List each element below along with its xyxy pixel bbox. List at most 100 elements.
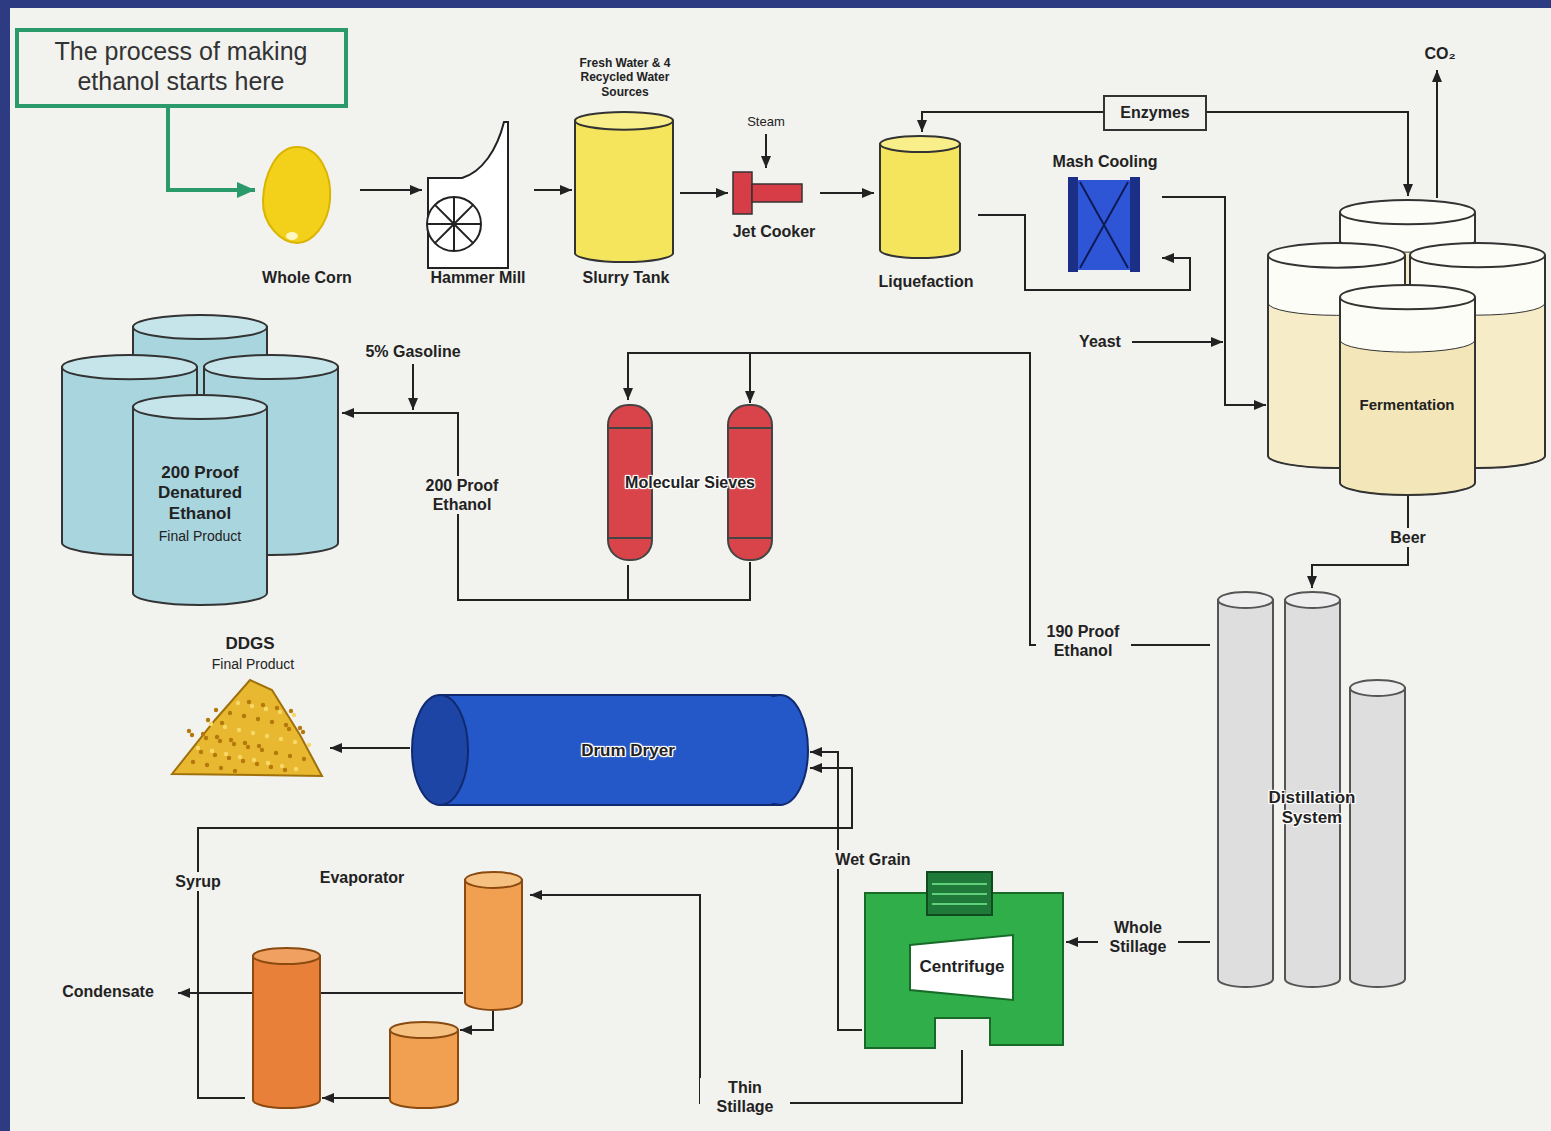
node-label: Enzymes [1105,103,1205,122]
yeast-arrow [1132,341,1223,343]
shape-part [17,30,346,106]
shape-part [1104,96,1206,130]
shape-part [1340,285,1475,309]
shape-part [220,721,224,725]
shape-part [241,759,245,763]
shape-part [237,728,241,732]
shape-part [454,223,481,225]
shape-part [880,136,960,152]
shape-part [298,726,302,730]
node-label: Whole Corn [255,268,360,287]
centrifuge: Centrifuge [862,868,1066,1050]
shape-part [465,872,522,888]
shape-part [1340,297,1475,495]
hammer-mill: Hammer Mill [422,115,534,295]
shape-part [269,765,273,769]
shape-part [283,768,287,772]
shape-part [278,710,282,714]
shape-part [435,224,454,243]
node-sublabel: Final Product [183,656,323,673]
shape-part [460,1010,493,1030]
shape-part [427,197,481,251]
shape-part [279,737,283,741]
node-label: Evaporator [302,868,422,887]
hammer-mill-shape [422,115,534,295]
flow-label: Beer [1383,528,1433,547]
shape-part [133,315,267,339]
condensate-label: Condensate [53,982,163,1001]
flow-label: 200 Proof Ethanol [412,476,512,514]
co2-arrow [1436,70,1438,198]
sieve-branch [628,562,750,600]
shape-part [232,742,236,746]
shape-part [210,749,214,753]
node-label: Mash Cooling [1048,152,1162,171]
shape-part [172,680,322,776]
shape-part [932,884,987,904]
shape-part [865,893,1063,1048]
shape-part [253,948,320,964]
shape-part [246,745,250,749]
shape-part [752,184,802,202]
corn-kernel: Whole Corn [255,140,360,295]
shape-part [1218,592,1273,608]
node-label: Fermentation [1342,396,1472,414]
shape-part [427,223,454,225]
node-label: DDGS [205,634,295,654]
node-label: Molecular Sieves [600,473,780,492]
flow-arrow [1207,112,1408,196]
node-label: Centrifuge [907,957,1017,977]
shape-part [215,735,219,739]
shape-part [256,717,260,721]
shape-part [219,766,223,770]
sieve-branch [749,353,751,403]
shape-part [275,706,279,710]
shape-part [191,760,195,764]
node-label: 200 Proof Denatured Ethanol [138,463,263,524]
shape-part [243,741,247,745]
shape-part [927,872,992,915]
shape-part [440,695,780,805]
shape-part [294,767,298,771]
shape-part [199,750,203,754]
ddgs-pile-shape [165,632,330,784]
product-tanks: 200 Proof Denatured EthanolFinal Product [60,310,342,608]
shape-part [266,761,270,765]
shape-part [390,1022,458,1038]
shape-part [1218,600,1273,987]
shape-part [412,695,468,805]
jet-cooker: Jet Cooker [728,168,820,248]
shape-part [302,757,306,761]
shape-part [201,732,205,736]
flow-arrow [680,192,728,194]
product-tanks-shape [60,310,342,608]
co2-label: CO₂ [1415,44,1465,63]
node-sublabel: Slurry Tank [572,268,680,287]
flow-arrow [810,752,862,1030]
shape-part [428,122,508,268]
shape-part [252,758,256,762]
flow-arrow [534,189,572,191]
shape-part [440,697,778,803]
liquefaction-tank-shape [874,132,978,297]
shape-part [289,709,293,713]
node-sublabel: Final Product [136,528,264,545]
shape-part [284,723,288,727]
node-label: Jet Cooker [728,222,820,241]
shape-part [190,733,194,737]
shape-part [287,727,291,731]
shape-part [213,753,217,757]
shape-part [1068,177,1078,272]
slurry-tank: Fresh Water & 4 Recycled Water SourcesSl… [572,52,680,295]
start-note: The process of making ethanol starts her… [15,28,348,108]
shape-part [224,752,228,756]
node-label: Distillation System [1252,788,1372,829]
shape-part [293,740,297,744]
shape-part [238,755,242,759]
shape-part [1350,680,1405,696]
node-label: The process of making ethanol starts her… [26,36,336,96]
shape-part [247,700,251,704]
shape-part [218,739,222,743]
shape-part [196,746,200,750]
mash-cooler: Mash Cooling [1048,150,1162,277]
